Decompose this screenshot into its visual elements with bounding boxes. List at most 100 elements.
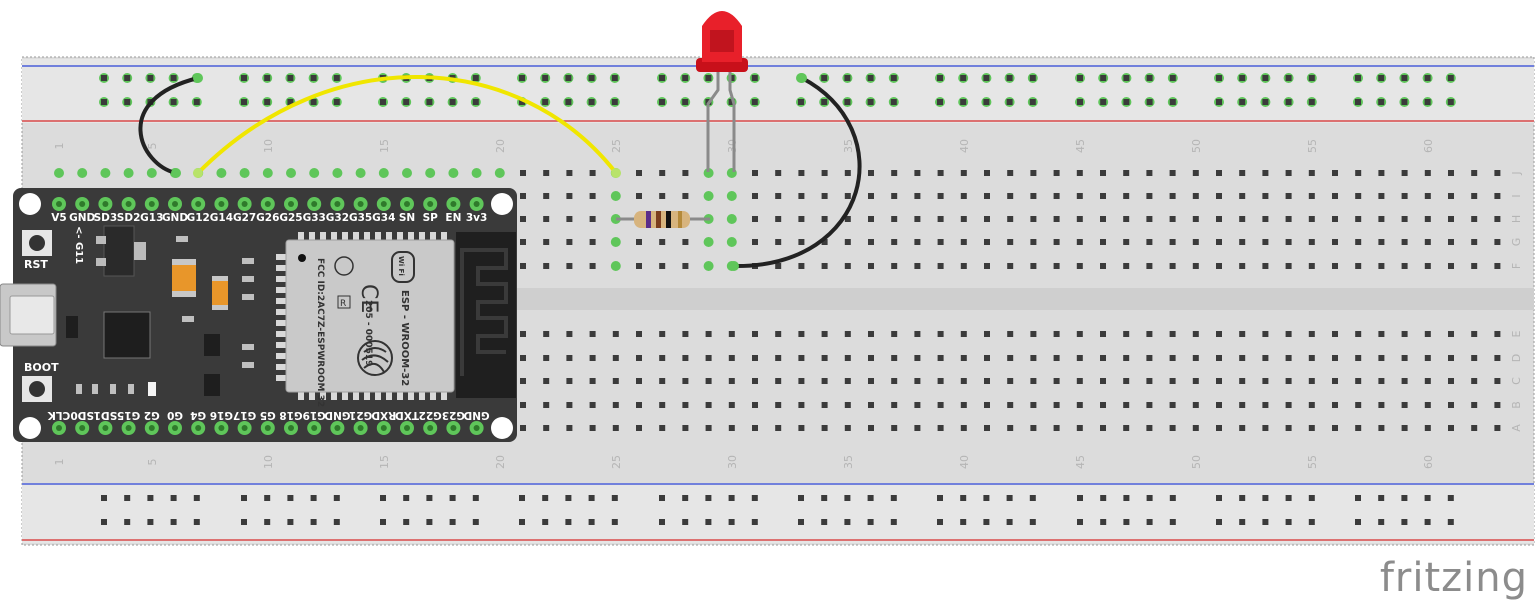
breadboard-hole bbox=[1239, 193, 1246, 199]
breadboard-hole bbox=[728, 402, 735, 408]
breadboard-hole bbox=[1262, 193, 1269, 199]
breadboard-hole bbox=[659, 402, 666, 408]
breadboard-hole bbox=[682, 170, 689, 176]
rail-hole bbox=[1308, 99, 1315, 105]
rail-hole bbox=[426, 495, 433, 501]
module-pad bbox=[276, 265, 288, 271]
breadboard-hole bbox=[891, 402, 898, 408]
breadboard-hole bbox=[1007, 355, 1014, 361]
breadboard-hole bbox=[1146, 355, 1153, 361]
rail-hole bbox=[821, 75, 828, 81]
rail-hole bbox=[890, 519, 897, 525]
esp32-pin-hole bbox=[264, 201, 271, 207]
rail-hole bbox=[1378, 99, 1385, 105]
rail-hole bbox=[565, 519, 572, 525]
breadboard-hole bbox=[821, 425, 828, 431]
rail-hole bbox=[682, 75, 689, 81]
rail-hole bbox=[890, 495, 897, 501]
breadboard-hole bbox=[914, 425, 921, 431]
esp32-pin-hole bbox=[427, 425, 434, 431]
rail-hole bbox=[147, 75, 154, 81]
breadboard-hole bbox=[844, 331, 851, 337]
rail-hole bbox=[565, 75, 572, 81]
module-pad bbox=[309, 390, 315, 400]
breadboard-hole bbox=[891, 216, 898, 222]
breadboard-hole bbox=[1100, 170, 1106, 176]
rail-hole bbox=[960, 99, 967, 105]
breadboard-hole bbox=[1216, 355, 1222, 361]
rail-hole bbox=[1447, 495, 1454, 501]
esp32-bottom-pin-label: GND bbox=[463, 409, 489, 421]
ce-mark: CE bbox=[356, 284, 381, 313]
rail-hole bbox=[890, 99, 897, 105]
esp32-bottom-pin-label: SD1 bbox=[94, 409, 118, 421]
breadboard-hole bbox=[868, 216, 874, 222]
breadboard-hole bbox=[1471, 402, 1478, 408]
esp32-pin-hole bbox=[195, 201, 202, 207]
breadboard-hole bbox=[1076, 263, 1083, 269]
rail-hole bbox=[170, 75, 177, 81]
breadboard-hole bbox=[1239, 263, 1246, 269]
breadboard-hole bbox=[636, 378, 642, 384]
breadboard-hole bbox=[1285, 355, 1292, 361]
rail-hole bbox=[1285, 75, 1292, 81]
rail-hole bbox=[1401, 519, 1408, 525]
bottom-power-rail bbox=[22, 483, 1534, 543]
rail-hole bbox=[1169, 75, 1176, 81]
breadboard-hole bbox=[636, 263, 642, 269]
esp32-pin-hole bbox=[404, 201, 410, 207]
rail-hole bbox=[1146, 99, 1153, 105]
breadboard-hole bbox=[636, 355, 642, 361]
rail-hole bbox=[101, 519, 107, 525]
rail-hole bbox=[403, 99, 410, 105]
breadboard-hole bbox=[543, 193, 550, 199]
esp32-pin-hole bbox=[241, 201, 248, 207]
breadboard-hole bbox=[891, 263, 898, 269]
esp32-bottom-pin-label: CLK bbox=[47, 409, 70, 421]
breadboard-hole bbox=[1100, 216, 1106, 222]
breadboard-hole bbox=[612, 402, 619, 408]
breadboard-hole bbox=[844, 378, 851, 384]
breadboard-hole bbox=[1378, 263, 1385, 269]
breadboard-hole bbox=[1239, 355, 1246, 361]
module-pads bbox=[276, 232, 447, 400]
rail-hole bbox=[1123, 99, 1130, 105]
rail-hole bbox=[147, 519, 154, 525]
capacitor bbox=[172, 259, 196, 297]
breadboard-hole bbox=[1332, 170, 1338, 176]
breadboard-hole bbox=[1378, 402, 1385, 408]
breadboard-hole bbox=[1216, 402, 1222, 408]
rail-hole bbox=[519, 519, 525, 525]
rail-hole bbox=[1308, 75, 1315, 81]
breadboard-hole bbox=[659, 263, 666, 269]
rail-hole bbox=[449, 495, 456, 501]
rail-hole bbox=[333, 75, 340, 81]
breadboard-hole bbox=[1030, 239, 1037, 245]
breadboard-hole bbox=[1192, 170, 1199, 176]
module-pad bbox=[331, 390, 337, 400]
breadboard-hole bbox=[1285, 425, 1292, 431]
rst-label: RST bbox=[24, 258, 48, 271]
breadboard-hole bbox=[1030, 216, 1037, 222]
rail-hole bbox=[728, 519, 735, 525]
rail-hole bbox=[659, 519, 665, 525]
breadboard-hole bbox=[566, 378, 573, 384]
rail-hole bbox=[1146, 519, 1153, 525]
smd-resistor bbox=[110, 384, 116, 394]
breadboard-hole bbox=[1053, 425, 1060, 431]
esp32-pin-hole bbox=[218, 201, 225, 207]
column-number: 50 bbox=[1190, 139, 1203, 153]
breadboard-hole bbox=[1401, 355, 1408, 361]
rail-hole bbox=[1262, 75, 1269, 81]
rail-hole bbox=[937, 99, 943, 105]
esp32-pin-hole bbox=[450, 201, 457, 207]
breadboard-hole bbox=[520, 263, 526, 269]
module-pad bbox=[430, 232, 436, 242]
breadboard-hole bbox=[960, 193, 967, 199]
r-mark: R bbox=[340, 299, 346, 309]
rail-hole bbox=[380, 519, 386, 525]
column-number: 20 bbox=[494, 455, 507, 469]
esp32-top-pin-label: G12 bbox=[187, 212, 210, 224]
breadboard-hole bbox=[589, 331, 596, 337]
rail-hole bbox=[1262, 519, 1269, 525]
